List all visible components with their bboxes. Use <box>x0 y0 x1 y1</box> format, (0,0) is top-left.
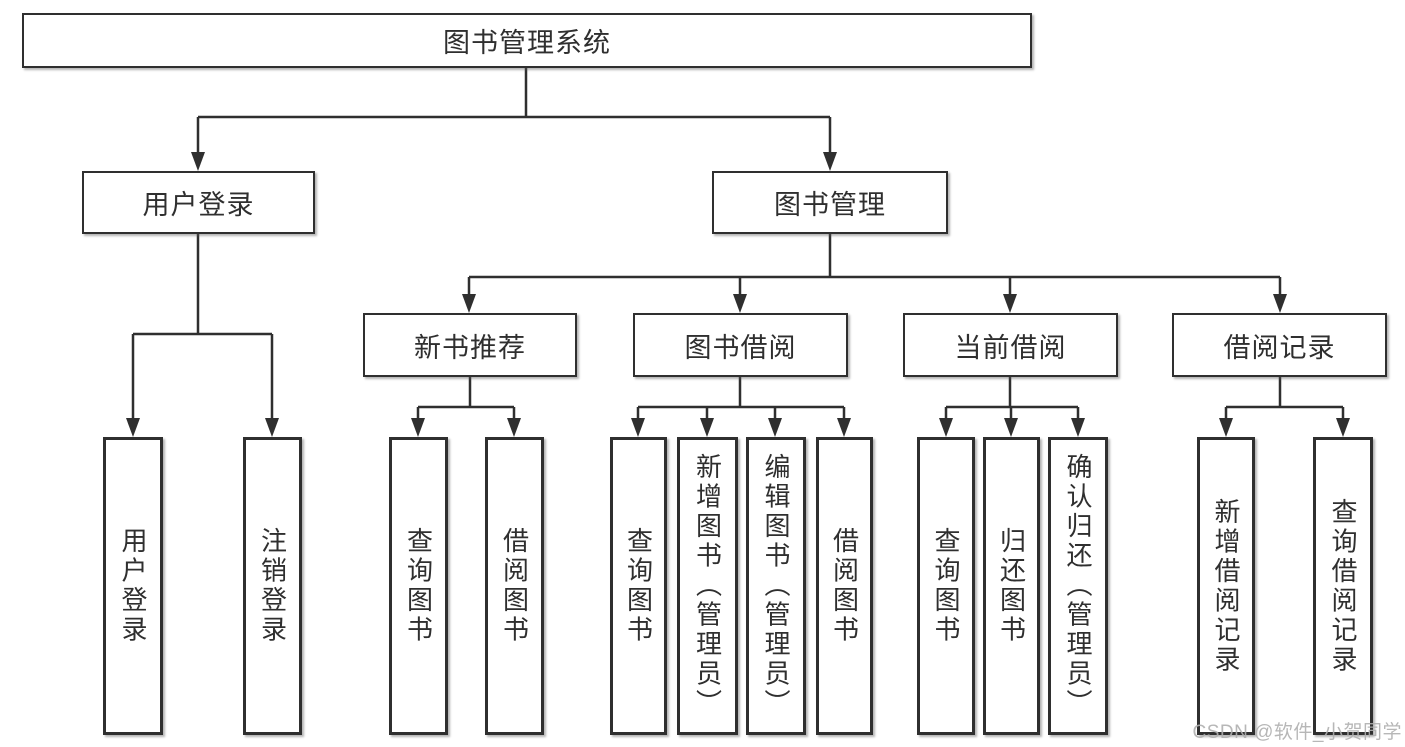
leaf-query-books-recommend: 查询图书 <box>389 437 448 735</box>
arrow-down-icon <box>700 418 714 437</box>
leaf-borrow-books: 借阅图书 <box>816 437 873 735</box>
node-library-system: 图书管理系统 <box>22 13 1032 68</box>
connector-current-children <box>944 377 1080 419</box>
connector-root-level2 <box>196 68 832 153</box>
node-borrowing-records: 借阅记录 <box>1172 313 1387 377</box>
leaf-add-book-admin: 新增图书（管理员） <box>677 437 738 735</box>
node-book-borrowing: 图书借阅 <box>633 313 848 377</box>
arrow-down-icon <box>837 418 851 437</box>
leaf-query-books-current: 查询图书 <box>917 437 975 735</box>
csdn-watermark: CSDN @软件_小贺同学 <box>1192 722 1402 743</box>
arrow-down-icon <box>1336 418 1350 437</box>
connector-mgmt-level3 <box>467 234 1282 295</box>
arrow-down-icon <box>126 418 140 437</box>
arrowheads <box>126 152 1350 437</box>
connector-recommend-children <box>416 377 516 419</box>
node-current-borrowing: 当前借阅 <box>903 313 1118 377</box>
connector-records-children <box>1224 377 1345 419</box>
arrow-down-icon <box>631 418 645 437</box>
arrow-down-icon <box>939 418 953 437</box>
leaf-confirm-return-admin: 确认归还（管理员） <box>1048 437 1108 735</box>
arrow-down-icon <box>768 418 782 437</box>
node-new-book-recommend: 新书推荐 <box>363 313 577 377</box>
leaf-query-borrow-record: 查询借阅记录 <box>1313 437 1373 735</box>
arrow-down-icon <box>1003 294 1017 313</box>
leaf-query-books-borrow: 查询图书 <box>610 437 667 735</box>
leaf-edit-book-admin: 编辑图书（管理员） <box>746 437 806 735</box>
leaf-logout: 注销登录 <box>243 437 302 735</box>
arrow-down-icon <box>411 418 425 437</box>
node-book-management: 图书管理 <box>712 171 948 234</box>
arrow-down-icon <box>1219 418 1233 437</box>
arrow-down-icon <box>462 294 476 313</box>
arrow-down-icon <box>1004 418 1018 437</box>
arrow-down-icon <box>265 418 279 437</box>
arrow-down-icon <box>823 152 837 171</box>
arrow-down-icon <box>507 418 521 437</box>
leaf-add-borrow-record: 新增借阅记录 <box>1197 437 1255 735</box>
node-user-login: 用户登录 <box>82 171 315 234</box>
leaf-user-login: 用户登录 <box>103 437 163 735</box>
connector-login-children <box>131 234 274 419</box>
connector-borrow-children <box>636 377 846 419</box>
leaf-borrow-books-recommend: 借阅图书 <box>485 437 544 735</box>
arrow-down-icon <box>1071 418 1085 437</box>
arrow-down-icon <box>1273 294 1287 313</box>
arrow-down-icon <box>733 294 747 313</box>
arrow-down-icon <box>191 152 205 171</box>
leaf-return-book: 归还图书 <box>983 437 1040 735</box>
